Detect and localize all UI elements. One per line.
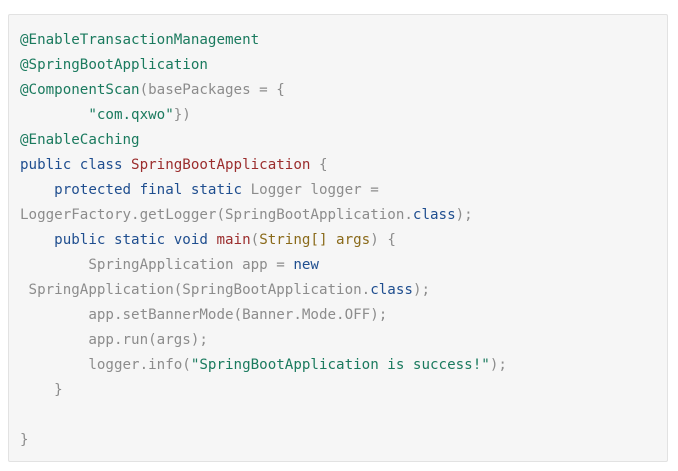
code-token-plain: ( — [250, 232, 260, 248]
code-line: protected final static Logger logger = — [20, 178, 507, 203]
code-token-keyword: protected final static — [54, 182, 251, 198]
code-line: @EnableCaching — [20, 128, 507, 153]
code-token-classname: SpringBootApplication — [131, 157, 311, 173]
code-line: } — [20, 428, 507, 453]
code-token-plain: SpringApplication app = — [20, 257, 294, 273]
code-token-annotation: @EnableTransactionManagement — [20, 32, 260, 48]
code-token-annotation: @SpringBootApplication — [20, 57, 208, 73]
code-token-plain: } — [20, 432, 29, 448]
code-line: logger.info("SpringBootApplication is su… — [20, 353, 507, 378]
code-text: @EnableTransactionManagement @SpringBootA… — [20, 28, 507, 453]
code-token-plain: logger.info( — [20, 357, 191, 373]
code-token-plain: (basePackages = { — [139, 82, 285, 98]
code-token-plain: LoggerFactory.getLogger(SpringBootApplic… — [20, 207, 413, 223]
code-line: public class SpringBootApplication { — [20, 153, 507, 178]
code-token-plain: { — [310, 157, 328, 173]
code-token-plain — [20, 107, 88, 123]
code-token-plain: } — [20, 382, 63, 398]
code-line: LoggerFactory.getLogger(SpringBootApplic… — [20, 203, 507, 228]
code-token-plain: ); — [455, 207, 473, 223]
code-token-plain: app.setBannerMode(Banner.Mode.OFF); — [20, 307, 388, 323]
code-token-plain: Logger logger = — [250, 182, 379, 198]
code-token-keyword: public static void — [54, 232, 217, 248]
code-token-plain: ); — [412, 282, 431, 298]
code-line — [20, 403, 507, 428]
code-token-plain: ) { — [370, 232, 396, 248]
code-line: SpringApplication(SpringBootApplication.… — [20, 278, 507, 303]
code-token-plain — [20, 232, 54, 248]
code-line: "com.qxwo"}) — [20, 103, 507, 128]
code-token-string: "SpringBootApplication is success!" — [190, 357, 490, 373]
code-line: public static void main(String[] args) { — [20, 228, 507, 253]
code-line: SpringApplication app = new — [20, 253, 507, 278]
code-token-string: "com.qxwo" — [88, 107, 174, 123]
code-token-param: String[] args — [259, 232, 371, 248]
code-token-annotation: @ComponentScan — [20, 82, 140, 98]
code-token-plain: ); — [489, 357, 507, 373]
code-token-plain: SpringApplication(SpringBootApplication. — [20, 282, 371, 298]
code-line: } — [20, 378, 507, 403]
code-line: app.setBannerMode(Banner.Mode.OFF); — [20, 303, 507, 328]
code-token-plain — [20, 182, 54, 198]
code-line: @EnableTransactionManagement — [20, 28, 507, 53]
code-line: @ComponentScan(basePackages = { — [20, 78, 507, 103]
code-token-keyword: class — [412, 207, 456, 223]
code-block: @EnableTransactionManagement @SpringBootA… — [8, 14, 668, 462]
code-line: @SpringBootApplication — [20, 53, 507, 78]
code-line: app.run(args); — [20, 328, 507, 353]
code-token-plain: app.run(args); — [20, 332, 208, 348]
code-token-keyword: public class — [20, 157, 132, 173]
code-token-method: main — [216, 232, 251, 248]
code-token-annotation: @EnableCaching — [20, 132, 140, 148]
code-token-keyword: class — [370, 282, 413, 298]
code-token-keyword: new — [293, 257, 319, 273]
code-token-plain: }) — [173, 107, 191, 123]
